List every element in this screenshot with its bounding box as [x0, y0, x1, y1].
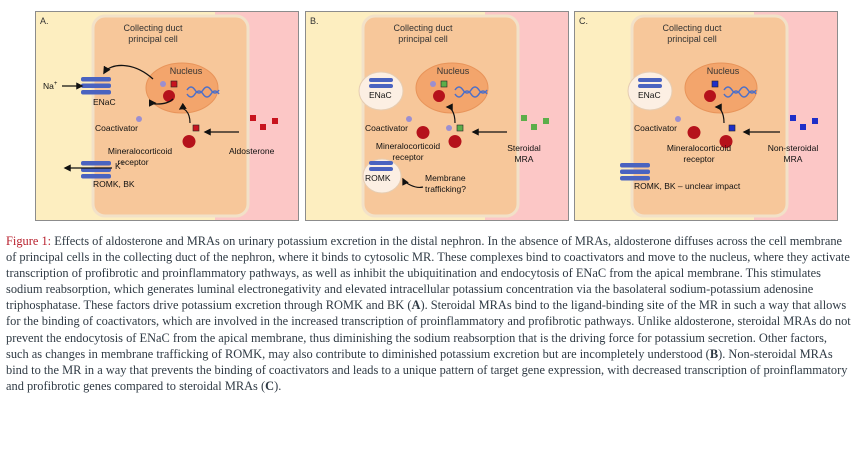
caption-segment: Effects of aldosterone and MRAs on urina… — [6, 234, 850, 313]
caption-label: Figure 1: — [6, 234, 52, 248]
cell-title-line1: Collecting duct — [393, 23, 453, 33]
cell-title-line1: Collecting duct — [123, 23, 183, 33]
panel-frame — [305, 11, 569, 221]
coactivator-label: Coactivator — [634, 123, 677, 133]
caption-panel-ref: C — [265, 378, 275, 393]
dna-icon — [186, 86, 220, 94]
mr-icon — [719, 135, 733, 148]
mr-label-line1: Mineralocorticoid — [108, 146, 173, 156]
mr-icon — [448, 135, 462, 148]
caption-panel-ref: B — [709, 346, 719, 361]
coactivator-icon — [406, 116, 412, 122]
mr-label-line2: receptor — [392, 152, 423, 162]
mr-complex-icon — [704, 90, 717, 103]
caption-segment: ). Steroidal MRAs bind to the ligand-bin… — [6, 298, 851, 361]
coactivator-icon — [675, 116, 681, 122]
k-label: K+ — [115, 161, 125, 171]
cell-title-line2: principal cell — [128, 34, 178, 44]
romk-bk-channel-icon — [620, 163, 650, 181]
nucleus — [415, 62, 489, 114]
nucleus-label: Nucleus — [707, 66, 740, 76]
enac-channel-icon — [81, 77, 111, 95]
dna-icon — [454, 86, 488, 94]
panel-frame — [35, 11, 299, 221]
mr-label-line1: Mineralocorticoid — [667, 143, 732, 153]
ligand-label-line1: Non-steroidal — [768, 143, 819, 153]
mr-free-icon — [687, 126, 701, 139]
nucleus-label: Nucleus — [170, 66, 203, 76]
enac-label: ENaC — [638, 90, 661, 100]
panel-letter: B. — [310, 16, 319, 26]
ligand-label-line1: Steroidal — [507, 143, 541, 153]
ligand-label: Aldosterone — [229, 146, 275, 156]
mr-complex-icon — [433, 90, 446, 103]
panel-frame — [574, 11, 838, 221]
nucleus — [684, 62, 758, 114]
caption-segment: ). — [274, 378, 282, 393]
panel-letter: A. — [40, 16, 49, 26]
ligand-icon — [790, 115, 796, 121]
romk-label: ROMK, BK — [93, 179, 135, 189]
romk-label: ROMK — [365, 173, 391, 183]
coactivator-label: Coactivator — [95, 123, 138, 133]
trafficking-label-line1: Membrane — [425, 173, 466, 183]
enac-channel-icon — [638, 78, 662, 88]
figure-caption: Figure 1: Effects of aldosterone and MRA… — [6, 233, 851, 394]
ligand-label-line2: MRA — [515, 154, 534, 164]
enac-channel-icon — [369, 78, 393, 88]
romk-bk-channel-icon — [81, 161, 111, 179]
mr-label-line2: receptor — [683, 154, 714, 164]
dna-icon — [723, 86, 757, 94]
figure-diagram: A. Collecting duct principal cell Nucleu… — [35, 11, 838, 221]
enac-label: ENaC — [369, 90, 392, 100]
panel-b: B. Collecting duct principal cell Nucleu… — [305, 11, 569, 221]
enac-label: ENaC — [93, 97, 116, 107]
romk-label: ROMK, BK – unclear impact — [634, 181, 741, 191]
coactivator-label: Coactivator — [365, 123, 408, 133]
mr-free-icon — [416, 126, 430, 139]
panel-c: C. Collecting duct principal cell Nucleu… — [574, 11, 838, 221]
cell-title-line2: principal cell — [667, 34, 717, 44]
romk-channel-icon — [369, 161, 393, 171]
ligand-label-line2: MRA — [784, 154, 803, 164]
cell-title-line1: Collecting duct — [662, 23, 722, 33]
cell-title-line2: principal cell — [398, 34, 448, 44]
panel-letter: C. — [579, 16, 588, 26]
nucleus-label: Nucleus — [437, 66, 470, 76]
mr-icon — [182, 135, 196, 148]
panel-a: A. Collecting duct principal cell Nucleu… — [35, 11, 299, 221]
caption-segment: ). Non-steroidal MRAs bind to the MR in … — [6, 346, 848, 393]
mr-complex-icon — [163, 90, 176, 103]
na-label: Na+ — [43, 81, 58, 91]
nucleus — [145, 62, 219, 114]
ligand-icon — [250, 115, 256, 121]
coactivator-icon — [136, 116, 142, 122]
mr-label-line2: receptor — [117, 157, 148, 167]
caption-text: Effects of aldosterone and MRAs on urina… — [6, 234, 851, 393]
mr-label-line1: Mineralocorticoid — [376, 141, 441, 151]
trafficking-label-line2: trafficking? — [425, 184, 466, 194]
caption-panel-ref: A — [411, 298, 421, 313]
ligand-icon — [521, 115, 527, 121]
